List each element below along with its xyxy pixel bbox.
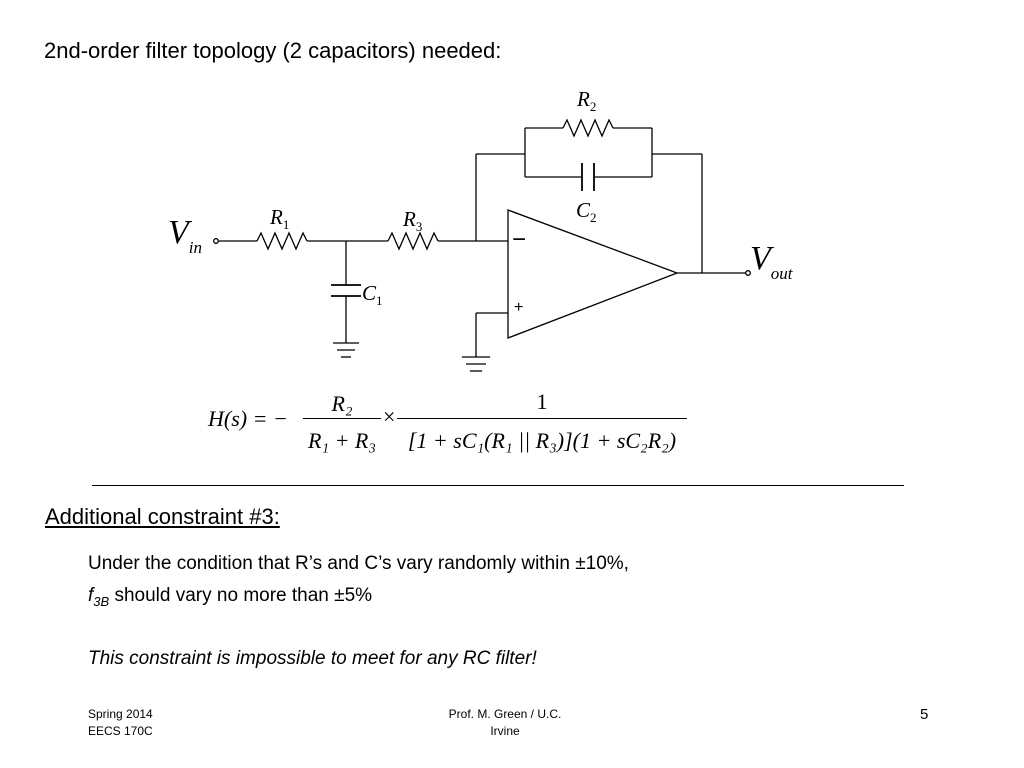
footer-center: Prof. M. Green / U.C. Irvine [400, 706, 610, 740]
footer-author: Prof. M. Green / U.C. [448, 707, 562, 721]
section-divider [92, 485, 904, 486]
page-number: 5 [920, 706, 929, 723]
equation-num1: R₂ [331, 391, 353, 416]
vin-terminal [213, 238, 219, 244]
equation-num2: 1 [536, 389, 548, 414]
section-heading: Additional constraint #3: [45, 504, 280, 529]
equation-fraction-bar2 [397, 418, 687, 419]
equation-den1: R₁ + R₃ [307, 428, 377, 453]
opamp-plus-sign: + [514, 299, 524, 316]
footer-course: EECS 170C [88, 724, 153, 738]
condition-line-1: Under the condition that R’s and C’s var… [88, 553, 629, 574]
r1-resistor [256, 231, 308, 251]
opamp-triangle [507, 209, 679, 339]
equation-lhs: H(s) = − [208, 406, 288, 431]
c1-label: C1 [362, 281, 383, 308]
opamp-minus-sign: − [512, 226, 527, 253]
equation-times: × [383, 404, 396, 429]
ground-opamp [462, 356, 490, 372]
footer-term: Spring 2014 [88, 707, 153, 721]
r1-label: R1 [270, 205, 290, 232]
condition-line-2: f3B should vary no more than ±5% [88, 585, 373, 609]
ground-c1 [333, 342, 359, 358]
r2-label: R2 [577, 87, 597, 114]
r3-resistor [387, 231, 439, 251]
conclusion-note: This constraint is impossible to meet fo… [88, 648, 537, 669]
vout-terminal [745, 270, 751, 276]
footer-location: Irvine [490, 724, 520, 738]
r3-label: R3 [403, 207, 423, 234]
vin-label: Vin [168, 214, 203, 257]
c2-label: C2 [576, 198, 597, 225]
vout-label: Vout [750, 240, 793, 283]
slide-title: 2nd-order filter topology (2 capacitors)… [44, 38, 502, 63]
equation-den2: [1 + sC₁(R₁ || R₃)](1 + sC₂R₂) [407, 428, 677, 453]
equation-fraction-bar1 [303, 418, 381, 419]
footer-left: Spring 2014 EECS 170C [88, 706, 153, 740]
r2-resistor [562, 118, 614, 138]
